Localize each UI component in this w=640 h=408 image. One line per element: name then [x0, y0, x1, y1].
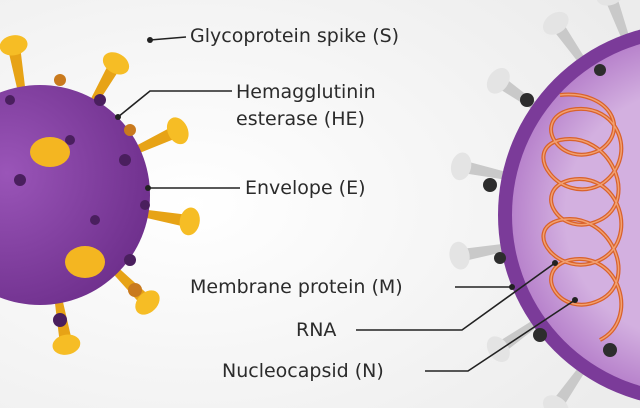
label-glycoprotein-spike: Glycoprotein spike (S): [190, 25, 400, 47]
label-hemagglutinin-line2: esterase (HE): [236, 108, 365, 130]
right-virus: [447, 0, 640, 408]
label-rna: RNA: [296, 319, 337, 341]
leader-lines: [117, 36, 576, 372]
left-virus: [0, 33, 202, 357]
interior: [512, 44, 640, 386]
label-hemagglutinin-line1: Hemagglutinin: [236, 81, 376, 103]
label-nucleocapsid: Nucleocapsid (N): [222, 360, 384, 382]
label-envelope: Envelope (E): [245, 177, 366, 199]
label-membrane-protein: Membrane protein (M): [190, 276, 403, 298]
envelope-left: [0, 85, 150, 305]
